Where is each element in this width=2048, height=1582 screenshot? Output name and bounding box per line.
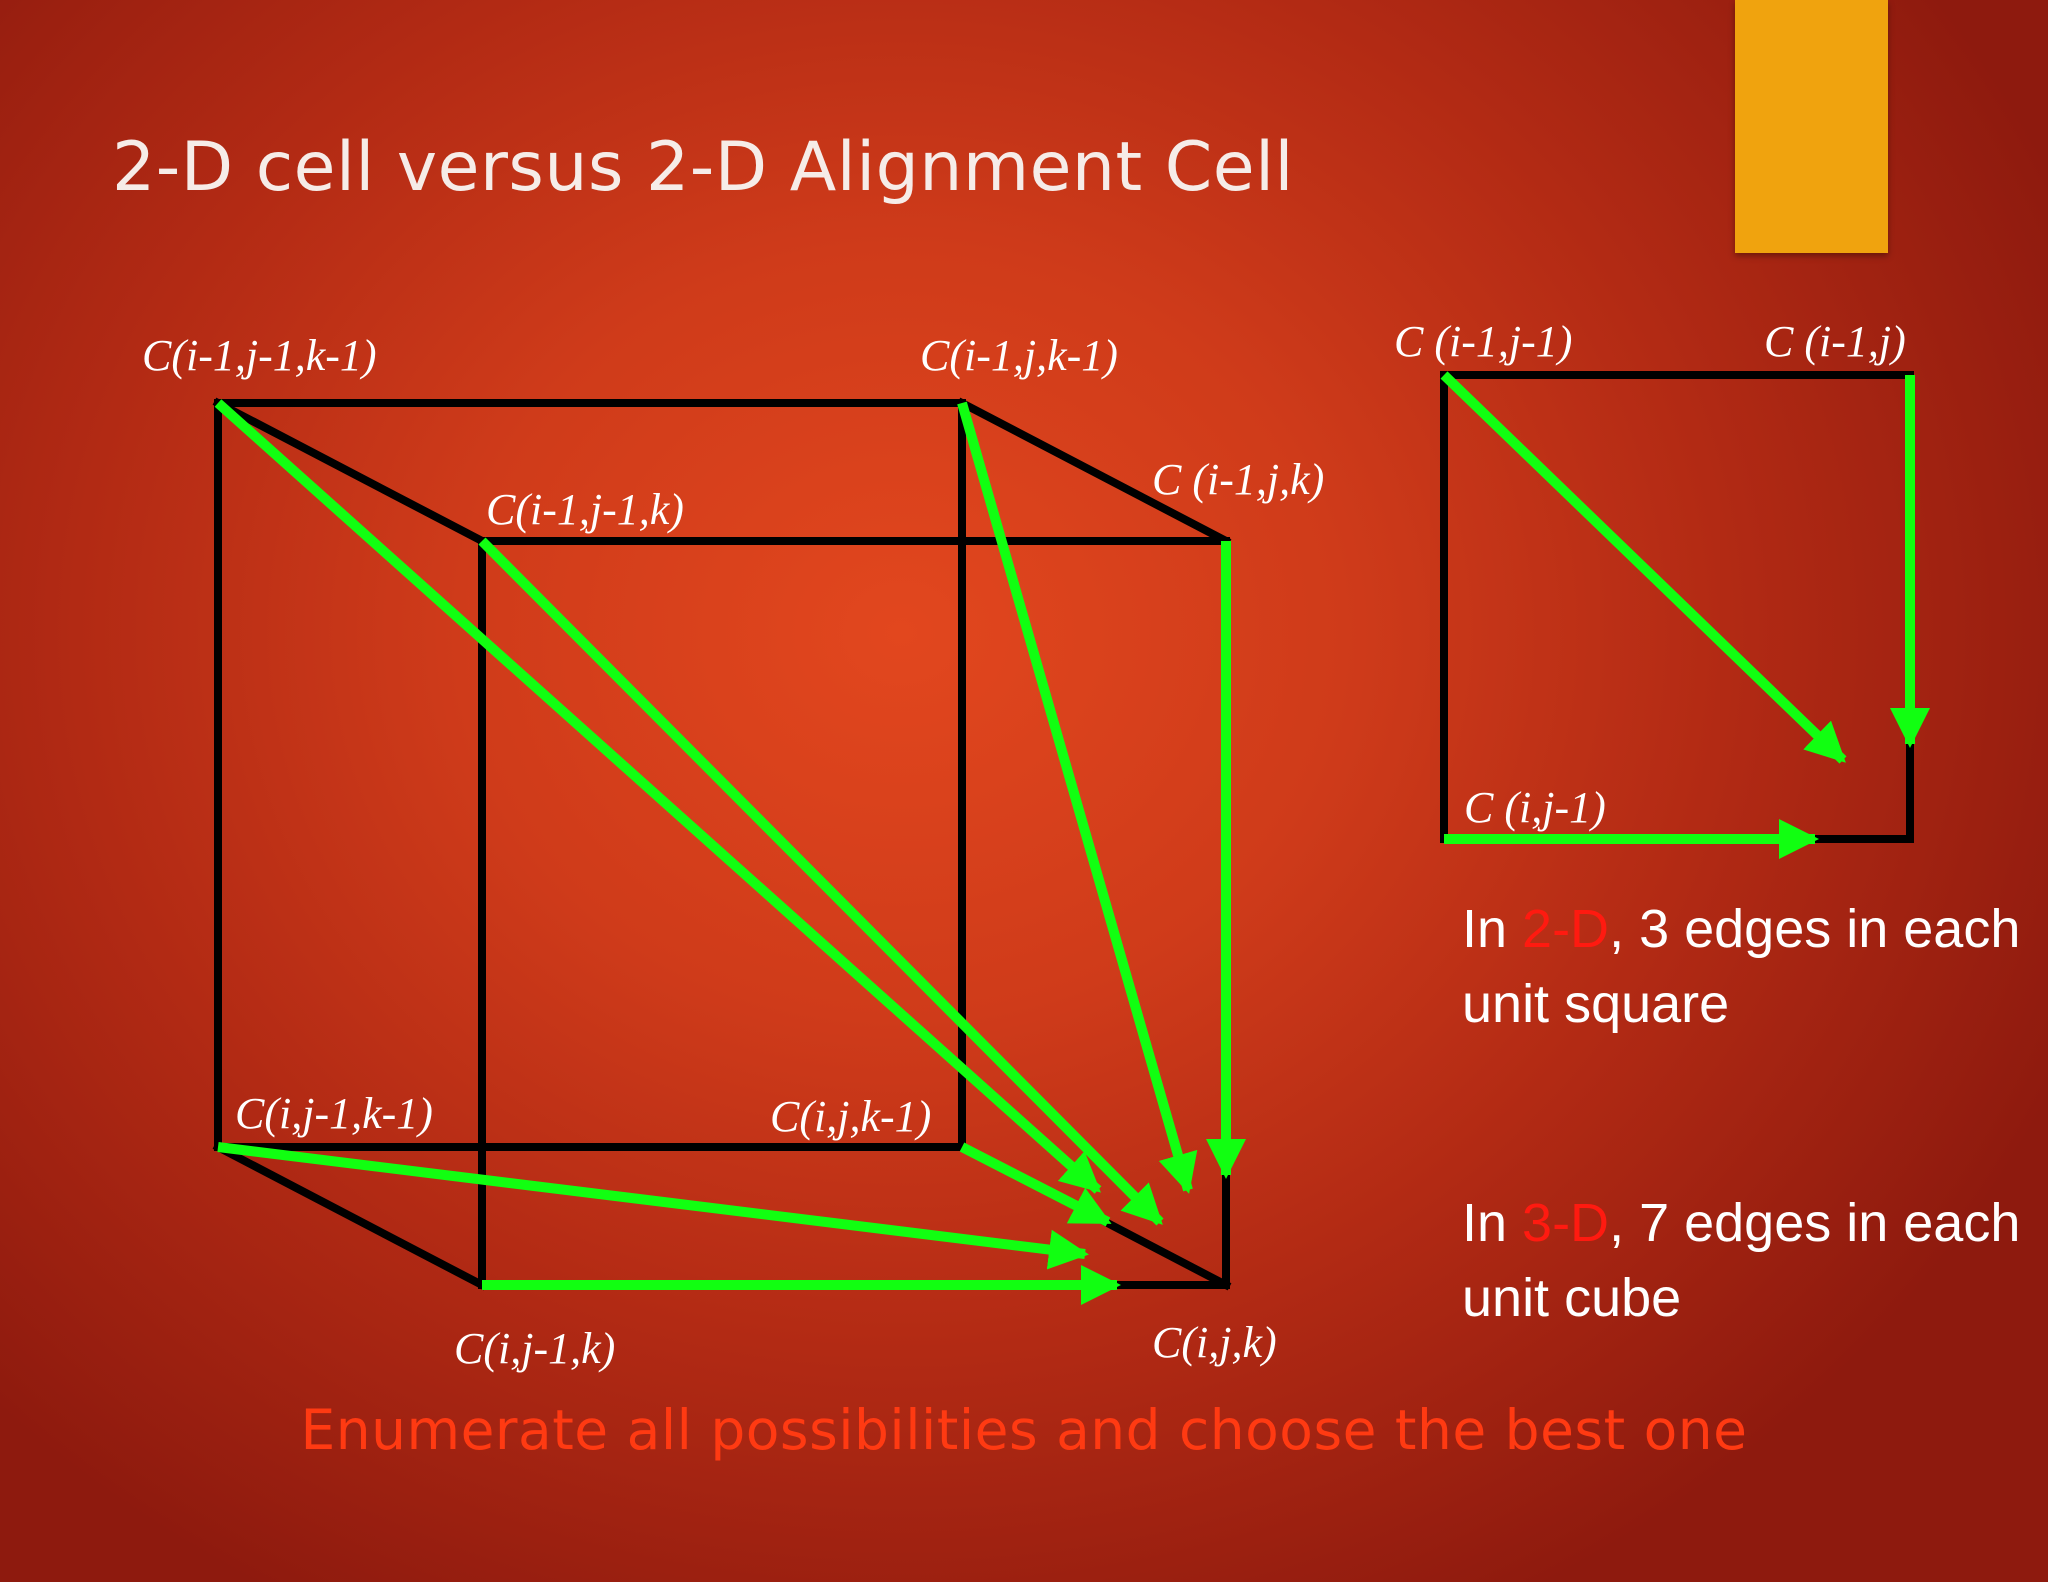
arrow-from-c-i-j-k-1 — [959, 1142, 1112, 1227]
label-c-i-j-k-1: C(i,j,k-1) — [770, 1092, 932, 1141]
highlight-3d: 3-D — [1522, 1193, 1610, 1253]
arrow-from-c-i-1-j-1-k — [478, 537, 1164, 1226]
label-c-i-j-1: C (i,j-1) — [1464, 783, 1606, 832]
cube-edge-top-right — [956, 397, 1232, 547]
cube-edge-bottom-left — [212, 1141, 488, 1291]
note-3d: In 3-D, 7 edges in each unit cube — [1462, 1193, 2021, 1328]
label-c-i-1-j: C (i-1,j) — [1764, 317, 1906, 366]
accent-tab — [1735, 0, 1888, 253]
label-c-i-1-j-k-1: C(i-1,j,k-1) — [920, 331, 1118, 380]
label-c-i-j-1-k: C(i,j-1,k) — [454, 1324, 616, 1373]
label-c-i-j-k: C(i,j,k) — [1152, 1318, 1277, 1367]
highlight-2d: 2-D — [1522, 899, 1610, 959]
note-2d: In 2-D, 3 edges in each unit square — [1462, 899, 2021, 1034]
slide-title: 2-D cell versus 2-D Alignment Cell — [112, 128, 1294, 207]
square-arrows — [1440, 371, 1930, 859]
label-c-i-1-j-1-k: C(i-1,j-1,k) — [486, 485, 684, 534]
cube-arrows — [214, 399, 1246, 1305]
arrow-from-c-i-j-1-k-1 — [217, 1142, 1089, 1270]
label-c-i-1-j-1-k-1: C(i-1,j-1,k-1) — [142, 331, 377, 380]
cube-edge-top-left — [212, 397, 488, 547]
footer-caption: Enumerate all possibilities and choose t… — [300, 1398, 1748, 1462]
arrow-from-c-i-1-j-k-1 — [957, 401, 1198, 1194]
arrow-diagonal — [1440, 371, 1847, 764]
arrow-from-c-i-1-j-1-k-1 — [214, 399, 1102, 1194]
label-c-i-j-1-k-1: C(i,j-1,k-1) — [235, 1089, 433, 1138]
label-c-i-1-j-k: C (i-1,j,k) — [1152, 455, 1325, 504]
cube-back-face — [214, 399, 966, 1151]
label-c-i-1-j-1: C (i-1,j-1) — [1394, 317, 1573, 366]
